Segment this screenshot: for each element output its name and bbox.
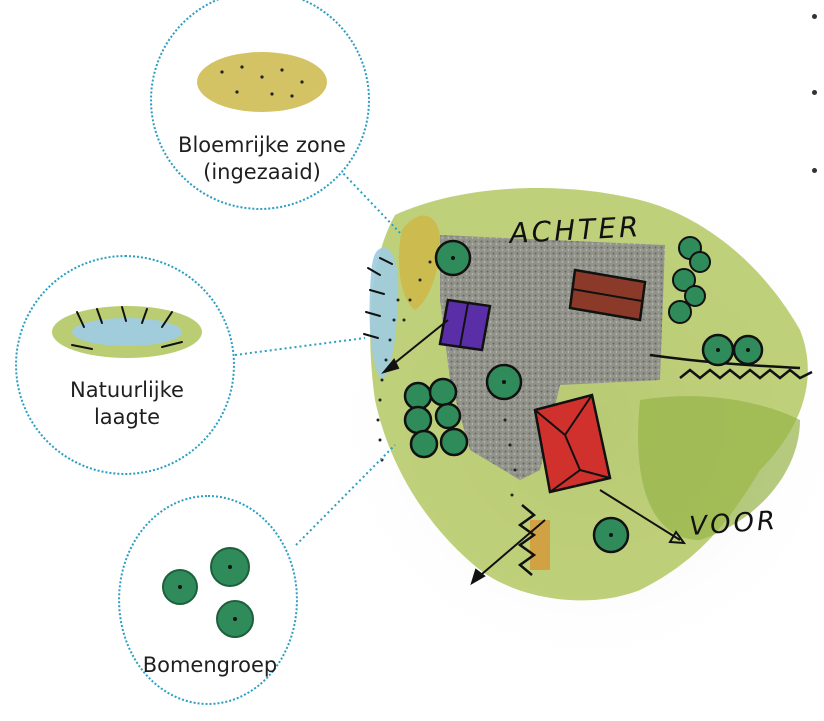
tree-group-label: Bomengroep <box>120 652 300 679</box>
natural-hollow-label-line1: Natuurlijke <box>17 377 237 404</box>
list-bullet <box>812 168 817 173</box>
tree-group-swatch <box>150 537 270 647</box>
sketch-label-back: ACHTER <box>507 210 643 250</box>
flower-zone-label-line2: (ingezaaid) <box>152 159 372 186</box>
natural-hollow-swatch <box>42 287 212 377</box>
callout-natural-hollow: Natuurlijke laagte <box>15 255 235 475</box>
list-bullet <box>812 14 817 19</box>
list-bullet <box>812 90 817 95</box>
callout-tree-group: Bomengroep <box>118 495 298 705</box>
callout-flower-zone: Bloemrijke zone (ingezaaid) <box>150 0 370 210</box>
flower-zone-swatch <box>182 32 342 132</box>
flower-zone-label-line1: Bloemrijke zone <box>152 132 372 159</box>
orange-strip <box>530 520 550 570</box>
natural-hollow-label-line2: laagte <box>17 404 237 431</box>
purple-structure <box>440 300 490 350</box>
sketch-label-front: VOOR <box>688 506 779 542</box>
